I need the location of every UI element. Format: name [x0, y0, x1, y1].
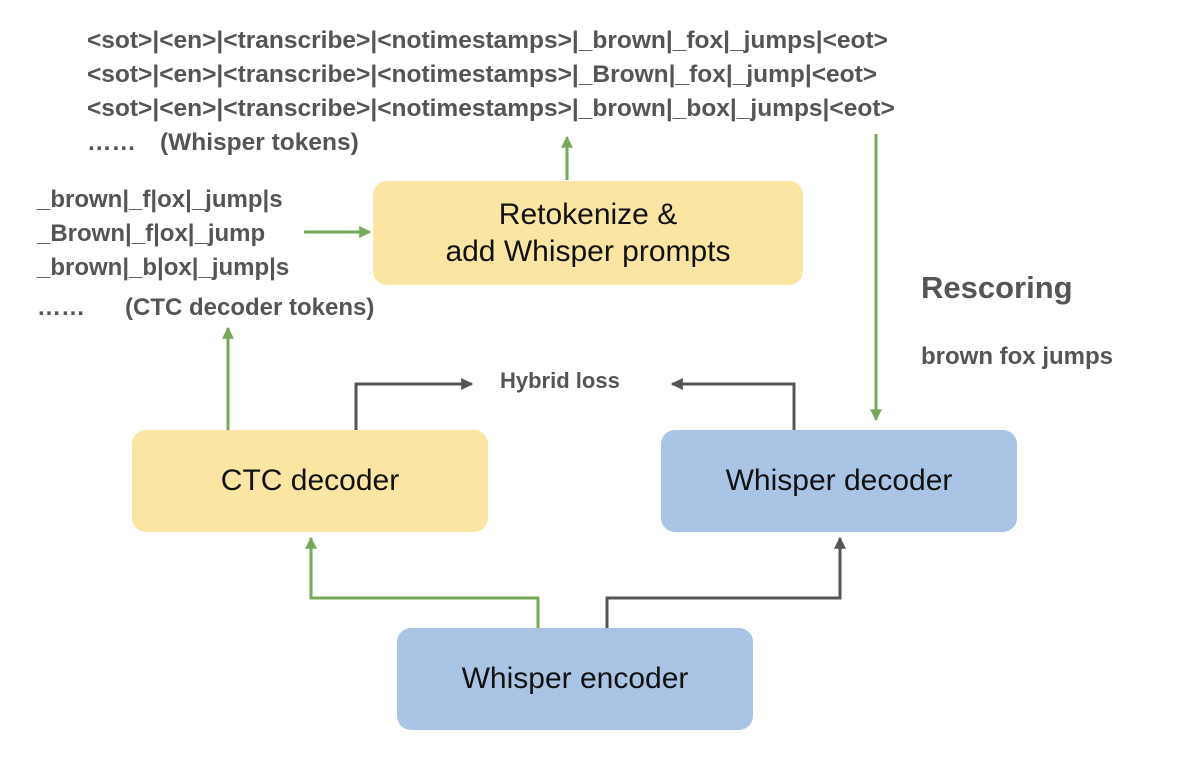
result-label: brown fox jumps	[921, 343, 1113, 370]
whisper-token-ellipsis: ……	[87, 129, 136, 156]
arrow-encoder-to-ctc	[305, 536, 540, 628]
whisper-token-line-2: <sot>|<en>|<transcribe>|<notimestamps>|_…	[87, 61, 878, 88]
hybrid-loss-label: Hybrid loss	[500, 368, 620, 393]
ctc-token-ellipsis: ……	[37, 294, 85, 321]
arrow-whisper-decoder-to-hybrid-loss	[670, 378, 796, 430]
retokenize-label-line-1: Retokenize &	[498, 197, 678, 231]
rescoring-label: Rescoring	[921, 270, 1073, 305]
whisper-token-line-1: <sot>|<en>|<transcribe>|<notimestamps>|_…	[87, 27, 888, 54]
ctc-token-line-3: _brown|_b|ox|_jump|s	[37, 254, 290, 281]
ctc-token-line-2: _Brown|_f|ox|_jump	[37, 220, 266, 247]
retokenize-box: Retokenize & add Whisper prompts	[373, 181, 803, 285]
whisper-decoder-label: Whisper decoder	[725, 464, 953, 498]
whisper-encoder-label: Whisper encoder	[461, 662, 689, 696]
ctc-token-caption: (CTC decoder tokens)	[125, 294, 375, 321]
whisper-token-line-3: <sot>|<en>|<transcribe>|<notimestamps>|_…	[87, 95, 895, 122]
ctc-token-line-1: _brown|_f|ox|_jump|s	[37, 186, 283, 213]
ctc-decoder-box: CTC decoder	[132, 430, 488, 532]
whisper-token-caption: (Whisper tokens)	[160, 129, 359, 156]
retokenize-label-line-2: add Whisper prompts	[445, 235, 731, 268]
ctc-decoder-label: CTC decoder	[220, 464, 400, 498]
arrow-ctc-to-hybrid-loss	[354, 378, 474, 430]
whisper-decoder-box: Whisper decoder	[661, 430, 1017, 532]
arrow-encoder-to-whisper-decoder	[605, 536, 846, 628]
whisper-encoder-box: Whisper encoder	[397, 628, 753, 730]
